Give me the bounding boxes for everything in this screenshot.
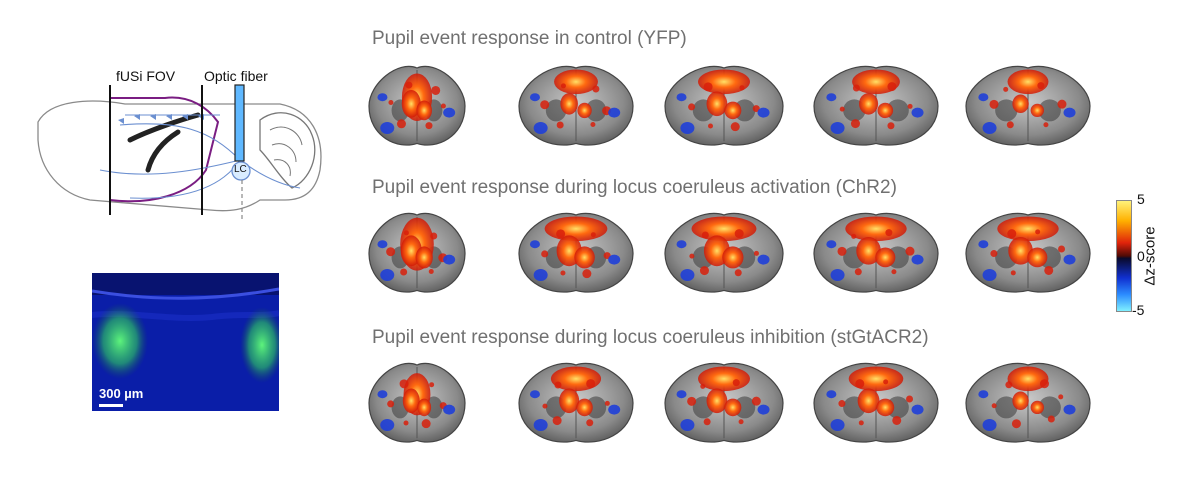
brain-row-activation (365, 205, 1105, 305)
brain-slice-4 (813, 65, 939, 146)
cerebellum (259, 112, 316, 189)
scale-label: 300 µm (99, 386, 144, 401)
brain-slice-2 (518, 65, 634, 146)
brain-slice-2 (518, 362, 634, 443)
purple-region (109, 96, 220, 203)
brain-slice-1 (368, 212, 466, 293)
brain-slice-5 (965, 65, 1091, 146)
fov-label: fUSi FOV (116, 68, 176, 84)
cerebellum-folds (269, 126, 303, 177)
lc-label: LC (234, 164, 247, 175)
brain-slice-3 (664, 212, 784, 293)
brain-slice-5 (965, 362, 1091, 443)
row-title-control: Pupil event response in control (YFP) (372, 28, 687, 49)
brain-row-inhibition (365, 355, 1105, 455)
row-title-activation: Pupil event response during locus coerul… (372, 177, 897, 198)
scale-bar (99, 404, 123, 407)
schematic-panel: fUSi FOV Optic fiber LC (30, 60, 330, 230)
fiber-label: Optic fiber (204, 68, 268, 84)
left-lc-fluorescence (92, 303, 148, 379)
hippocampus (127, 112, 201, 143)
histology-svg (92, 273, 279, 411)
colorbar-max: 5 (1137, 191, 1145, 207)
colorbar-min: -5 (1132, 302, 1145, 318)
colorbar (1116, 200, 1132, 312)
colorbar-mid: 0 (1137, 248, 1145, 264)
histology-image: 300 µm (92, 273, 279, 411)
brain-slice-1 (368, 65, 466, 146)
hippocampus-lower (145, 129, 181, 173)
brain-slice-1 (368, 362, 466, 443)
brain-slice-2 (518, 212, 634, 293)
brain-slice-5 (965, 212, 1091, 293)
brain-slice-4 (813, 212, 939, 293)
right-lc-fluorescence (240, 307, 279, 383)
sagittal-brain-diagram (37, 84, 322, 222)
colorbar-label: Δz-score (1141, 226, 1159, 286)
brain-slice-4 (813, 362, 939, 443)
brain-outline (37, 100, 322, 212)
brain-slice-3 (664, 362, 784, 443)
brain-row-control (365, 58, 1105, 158)
brain-slice-3 (664, 65, 784, 146)
row-title-inhibition: Pupil event response during locus coerul… (372, 327, 929, 348)
lc-circle (231, 161, 251, 181)
optic-fiber (234, 84, 245, 162)
